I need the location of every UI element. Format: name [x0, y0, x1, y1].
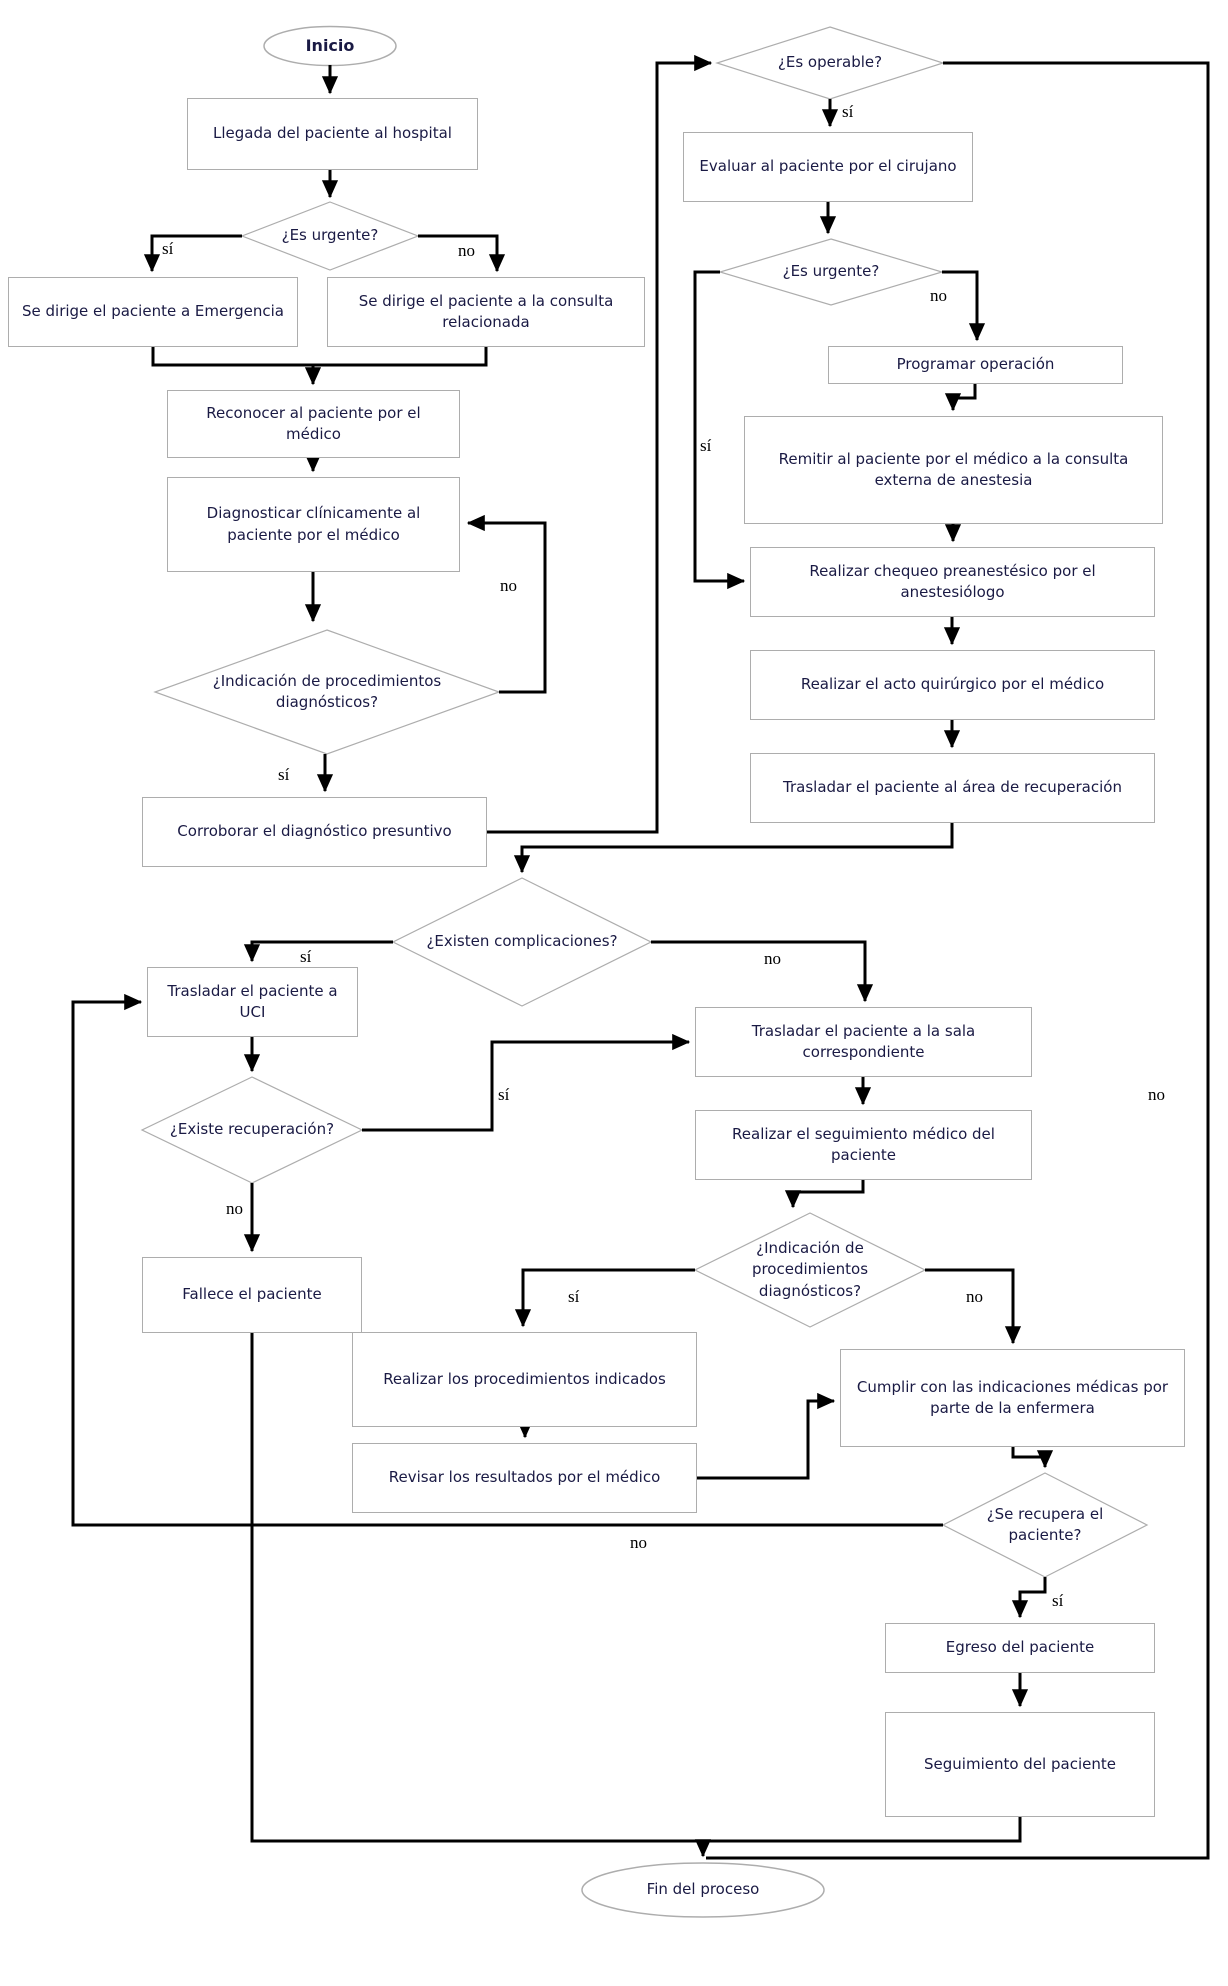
edge-complicaciones-si-uci	[243, 940, 393, 963]
edge-urgente2-no-programar	[942, 270, 986, 342]
edge-serecupera-no-uci	[71, 993, 943, 1527]
node-es-urgente-1: ¿Es urgente?	[281, 226, 379, 245]
node-remitir: Remitir al paciente por el médico a la c…	[744, 416, 1163, 524]
label-operable-no: no	[1148, 1085, 1165, 1104]
label-operable-si: sí	[842, 102, 854, 121]
label-serecupera-no: no	[630, 1533, 647, 1552]
node-evaluar: Evaluar al paciente por el cirujano	[683, 132, 973, 202]
end-ellipse	[581, 1862, 825, 1918]
node-complicaciones: ¿Existen complicaciones?	[426, 932, 618, 951]
edge-programar-remitir	[944, 384, 977, 412]
diamond-complicaciones	[391, 877, 653, 1007]
node-diagnosticar: Diagnosticar clínicamente al paciente po…	[167, 477, 460, 572]
node-programar: Programar operación	[828, 346, 1123, 384]
node-reconocer: Reconocer al paciente por el médico	[167, 390, 460, 458]
node-indicacion-2: ¿Indicación de procedimientos diagnóstic…	[751, 1239, 869, 1300]
edge-corroborar-operable	[487, 54, 713, 834]
node-seguimiento-medico: Realizar el seguimiento médico del pacie…	[695, 1110, 1032, 1180]
label-urgente1-si: sí	[162, 239, 174, 258]
edge-complicaciones-no-sala	[651, 940, 874, 1003]
node-es-operable: ¿Es operable?	[777, 53, 883, 72]
label-existerecup-no: no	[226, 1199, 243, 1218]
label-urgente2-no: no	[930, 286, 947, 305]
label-urgente2-si: sí	[700, 436, 712, 455]
label-urgente1-no: no	[458, 241, 475, 260]
edge-merge-branches	[151, 347, 488, 367]
node-corroborar: Corroborar el diagnóstico presuntivo	[142, 797, 487, 867]
node-chequeo: Realizar chequeo preanestésico por el an…	[750, 547, 1155, 617]
edge-seguimientopac-fin	[703, 1817, 1022, 1843]
node-consulta: Se dirige el paciente a la consulta rela…	[327, 277, 645, 347]
label-serecupera-si: sí	[1052, 1591, 1064, 1610]
edge-urgente1-si-emergencia	[143, 234, 242, 273]
node-acto: Realizar el acto quirúrgico por el médic…	[750, 650, 1155, 720]
label-indicacion1-no: no	[500, 576, 517, 595]
label-existerecup-si: sí	[498, 1085, 510, 1104]
label-indicacion2-no: no	[966, 1287, 983, 1306]
diamond-indicacion-2	[693, 1212, 927, 1328]
node-emergencia: Se dirige el paciente a Emergencia	[8, 277, 298, 347]
edge-indicacion2-no-cumplir	[925, 1268, 1022, 1345]
node-fin: Fin del proceso	[646, 1880, 760, 1899]
node-inicio: Inicio	[305, 35, 355, 55]
node-cumplir: Cumplir con las indicaciones médicas por…	[840, 1349, 1185, 1447]
label-indicacion2-si: sí	[568, 1287, 580, 1306]
label-complicaciones-si: sí	[300, 947, 312, 966]
label-complicaciones-no: no	[764, 949, 781, 968]
node-recuperacion-area: Trasladar el paciente al área de recuper…	[750, 753, 1155, 823]
node-procedimientos: Realizar los procedimientos indicados	[352, 1332, 697, 1427]
edge-urgente1-no-consulta	[418, 234, 506, 273]
edge-cumplir-serecupera	[1011, 1447, 1054, 1469]
node-se-recupera: ¿Se recupera el paciente?	[986, 1504, 1104, 1544]
edge-fallece-fin	[250, 1333, 703, 1843]
node-existe-recuperacion: ¿Existe recuperación?	[169, 1120, 335, 1139]
edge-seguimiento-indicacion2	[784, 1180, 865, 1209]
diamond-es-urgente-1	[240, 201, 420, 271]
edge-indicacion1-no-loop	[466, 514, 547, 694]
node-es-urgente-2: ¿Es urgente?	[782, 262, 880, 281]
node-sala: Trasladar el paciente a la sala correspo…	[695, 1007, 1032, 1077]
node-uci: Trasladar el paciente a UCI	[147, 967, 358, 1037]
label-indicacion1-si: sí	[278, 765, 290, 784]
edge-serecupera-si-egreso	[1011, 1577, 1047, 1619]
node-llegada: Llegada del paciente al hospital	[187, 98, 478, 170]
edge-existerecup-si-sala	[362, 1033, 691, 1132]
node-egreso: Egreso del paciente	[885, 1623, 1155, 1673]
node-seguimiento-paciente: Seguimiento del paciente	[885, 1712, 1155, 1817]
edge-urgente2-si-chequeo	[693, 270, 746, 590]
node-fallece: Fallece el paciente	[142, 1257, 362, 1333]
edge-indicacion2-si-procedimientos	[514, 1268, 695, 1328]
diamond-es-urgente-2	[717, 238, 945, 306]
node-revisar: Revisar los resultados por el médico	[352, 1443, 697, 1513]
edge-revisar-cumplir	[697, 1392, 836, 1480]
node-indicacion-1: ¿Indicación de procedimientos diagnóstic…	[212, 671, 442, 711]
diamond-indicacion-1	[153, 629, 501, 755]
edge-recuperacion-complicaciones	[513, 823, 954, 874]
edge-operable-no-fin	[706, 61, 1210, 1860]
